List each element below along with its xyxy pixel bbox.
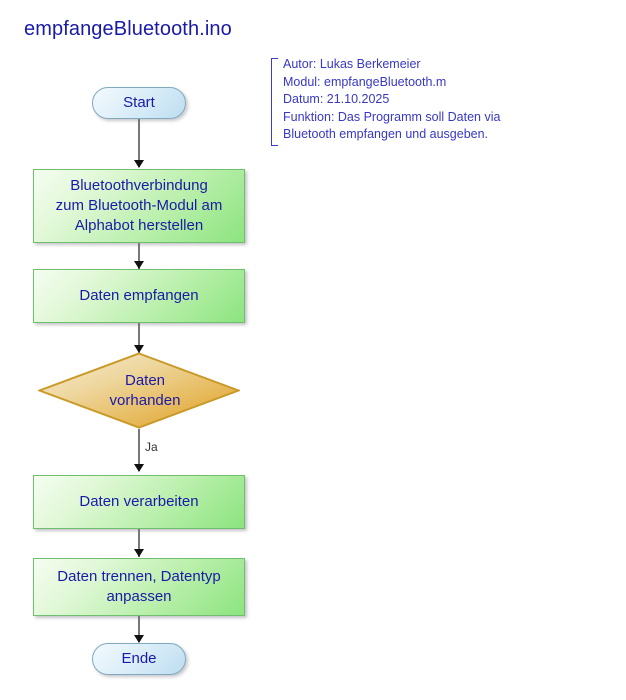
annotation-bracket-icon (271, 58, 278, 146)
annotation-line-author: Autor: Lukas Berkemeier (283, 57, 421, 71)
edge-split-to-end (138, 616, 140, 642)
node-decision-has-data-label: Daten vorhanden (109, 371, 181, 409)
node-end[interactable]: Ende (92, 643, 186, 675)
annotation-block: Autor: Lukas Berkemeier Modul: empfangeB… (271, 56, 561, 146)
arrowhead-icon (133, 345, 144, 353)
edge-decision-to-process (138, 429, 140, 471)
node-split-data-label: Daten trennen, Datentyp anpassen (57, 568, 221, 605)
edge-connect-to-receive (138, 243, 140, 269)
edge-process-to-split (138, 529, 140, 557)
edge-start-to-connect (138, 119, 140, 167)
node-connect-bluetooth-label: Bluetoothverbindung zum Bluetooth-Modul … (55, 177, 223, 234)
node-start[interactable]: Start (92, 87, 186, 119)
node-split-data[interactable]: Daten trennen, Datentyp anpassen (33, 558, 245, 616)
diamond-shape-icon (38, 352, 240, 429)
arrowhead-icon (133, 549, 144, 557)
edge-receive-to-decision (138, 323, 140, 353)
annotation-line-datum: Datum: 21.10.2025 (283, 92, 390, 107)
node-process-data-label: Daten verarbeiten (79, 493, 199, 510)
page-title: empfangeBluetooth.ino (24, 18, 232, 40)
arrowhead-icon (133, 160, 144, 168)
arrowhead-icon (133, 464, 144, 472)
node-end-label: Ende (121, 650, 157, 667)
node-start-label: Start (123, 94, 155, 111)
edge-label-ja: Ja (145, 440, 158, 454)
node-receive-data[interactable]: Daten empfangen (33, 269, 245, 323)
annotation-line-modul: Modul: empfangeBluetooth.m (283, 74, 447, 89)
annotation-line-funktion-cont: Bluetooth empfangen und ausgeben. (283, 127, 489, 142)
arrowhead-icon (133, 261, 144, 269)
annotation-line-funktion: Funktion: Das Programm soll Daten via (283, 109, 501, 124)
node-receive-data-label: Daten empfangen (79, 287, 199, 304)
arrowhead-icon (133, 635, 144, 643)
node-connect-bluetooth[interactable]: Bluetoothverbindung zum Bluetooth-Modul … (33, 169, 245, 243)
node-process-data[interactable]: Daten verarbeiten (33, 475, 245, 529)
node-decision-has-data[interactable]: Daten vorhanden (38, 352, 240, 429)
